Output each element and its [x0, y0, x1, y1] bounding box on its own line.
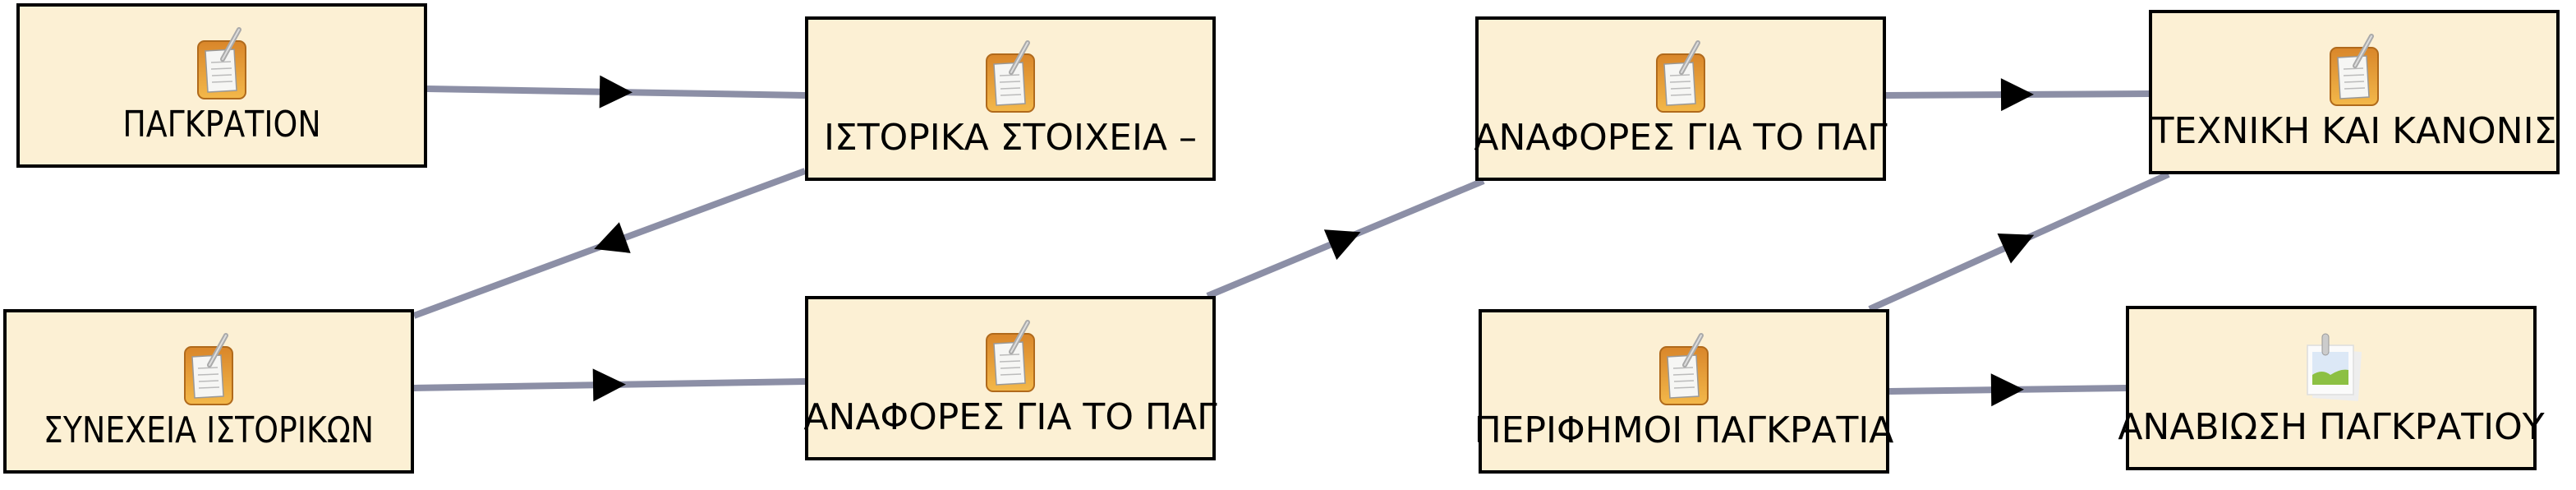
note-icon	[973, 317, 1047, 396]
arrowhead-icon	[592, 368, 626, 402]
note-icon	[172, 331, 246, 409]
node-n5[interactable]: ΑΝΑΦΟΡΕΣ ΓΙΑ ΤΟ ΠΑΓ	[1474, 16, 1888, 181]
arrowhead-icon	[2000, 78, 2034, 112]
arrowhead-icon	[1323, 229, 1361, 261]
node-label: ΙΣΤΟΡΙΚΑ ΣΤΟΙΧΕΙΑ –	[823, 117, 1198, 159]
node-label: ΤΕΧΝΙΚΗ ΚΑΙ ΚΑΝΟΝΙΣ	[2151, 110, 2557, 152]
node-label: ΠΑΓΚΡΑΤΙΟΝ	[122, 104, 321, 146]
arrowhead-icon	[599, 75, 632, 109]
note-icon	[2317, 31, 2391, 110]
node-n4[interactable]: ΑΝΑΦΟΡΕΣ ΓΙΑ ΤΟ ΠΑΓ	[803, 296, 1217, 460]
node-label: ΑΝΑΦΟΡΕΣ ΓΙΑ ΤΟ ΠΑΓ	[803, 396, 1217, 438]
node-n2[interactable]: ΙΣΤΟΡΙΚΑ ΣΤΟΙΧΕΙΑ –	[805, 16, 1216, 181]
node-label: ΣΥΝΕΧΕΙΑ ΙΣΤΟΡΙΚΩΝ	[43, 409, 375, 451]
note-icon	[1647, 331, 1721, 409]
node-n3[interactable]: ΣΥΝΕΧΕΙΑ ΙΣΤΟΡΙΚΩΝ	[3, 309, 414, 474]
arrowhead-icon	[594, 222, 631, 253]
node-label: ΠΕΡΙΦΗΜΟΙ ΠΑΓΚΡΑΤΙΑ	[1474, 409, 1894, 451]
node-n7[interactable]: ΠΕΡΙΦΗΜΟΙ ΠΑΓΚΡΑΤΙΑ	[1474, 309, 1893, 474]
note-icon	[1644, 38, 1718, 117]
node-label: ΑΝΑΦΟΡΕΣ ΓΙΑ ΤΟ ΠΑΓ	[1474, 117, 1888, 159]
arrowhead-icon	[1990, 373, 2024, 407]
arrowhead-icon	[1997, 233, 2035, 264]
note-icon	[185, 25, 259, 104]
note-icon	[973, 38, 1047, 117]
node-n8[interactable]: ΑΝΑΒΙΩΣΗ ΠΑΓΚΡΑΤΙΟΥ	[2118, 306, 2545, 470]
node-n1[interactable]: ΠΑΓΚΡΑΤΙΟΝ	[16, 3, 427, 168]
image-icon	[2294, 327, 2368, 406]
node-label: ΑΝΑΒΙΩΣΗ ΠΑΓΚΡΑΤΙΟΥ	[2118, 406, 2545, 448]
node-n6[interactable]: ΤΕΧΝΙΚΗ ΚΑΙ ΚΑΝΟΝΙΣ	[2149, 10, 2560, 174]
